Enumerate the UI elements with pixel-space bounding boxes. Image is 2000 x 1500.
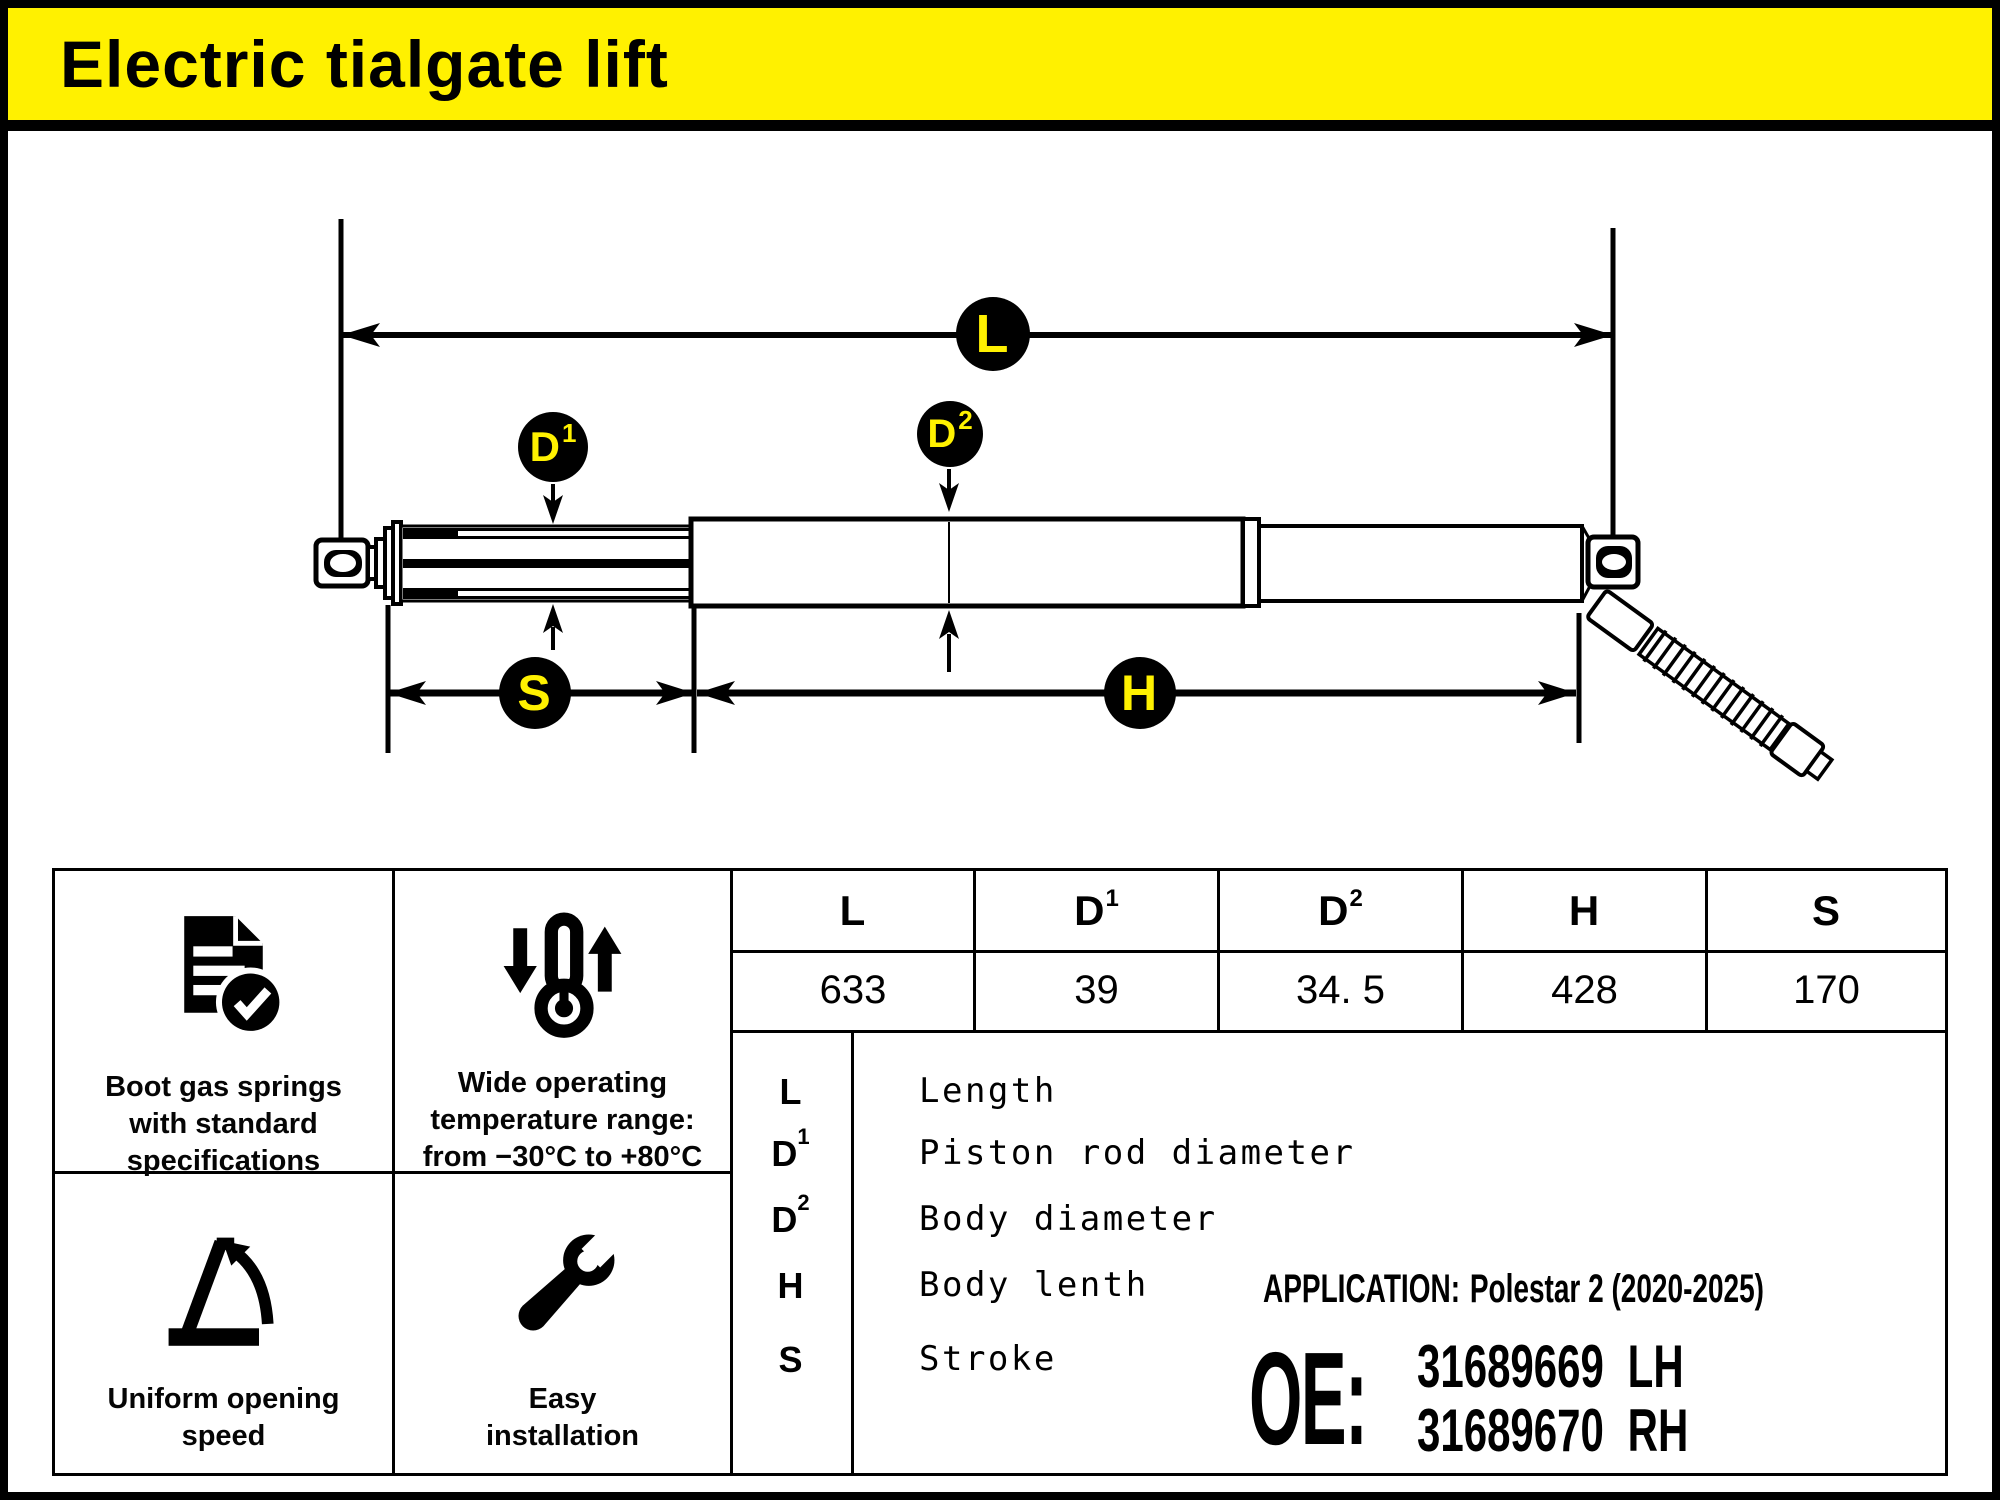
oe-label: OE: [1249,1325,1368,1472]
spec-header-S: S [1811,886,1840,934]
actuator-drawing [313,516,1835,782]
thermometer-range-icon [490,901,635,1051]
document-check-icon [151,901,296,1051]
feature-caption: Wide operating temperature range: from −… [422,1067,703,1174]
feature-easy-installation: Easy installation [395,1174,730,1500]
legend-row-L: L Length [779,1071,1057,1112]
dim-badge-D2-label: D [927,411,957,456]
rear-body-tube [1257,524,1584,603]
legend-row-D2: D2 Body diameter [771,1190,1218,1240]
opening-angle-icon [154,1216,294,1361]
legend-description: Length [919,1071,1057,1111]
legend-row-S: S Stroke [778,1339,1057,1380]
application-value: Polestar 2 (2020-2025) [1469,1267,1765,1311]
specification-table: Boot gas springs with standard specifica… [52,868,1948,1476]
legend-description: Body lenth [919,1265,1149,1305]
dimension-D1-arrows [543,484,563,650]
dim-badge-L: L [956,297,1030,371]
dimension-extension-lines [338,219,1616,753]
page-title: Electric tialgate lift [60,27,669,101]
power-cable [1586,589,1835,782]
spec-header-L: L [839,886,866,934]
legend-description: Piston rod diameter [919,1133,1356,1173]
dimension-D2-arrows [939,469,959,672]
dim-badge-D1-label: D [529,423,560,470]
spec-value-H: 428 [1551,968,1618,1012]
dim-badge-H-label: H [1120,665,1158,721]
dim-badge-S-label: S [517,665,551,721]
feature-uniform-opening-speed: Uniform opening speed [55,1174,392,1500]
feature-temperature-range: Wide operating temperature range: from −… [395,871,730,1201]
feature-boot-gas-springs: Boot gas springs with standard specifica… [55,871,392,1201]
dim-badge-S: S [499,657,571,729]
dim-badge-L-label: L [975,304,1009,364]
grid-line [55,1171,733,1174]
legend-description: Body diameter [919,1199,1218,1239]
legend-description: Stroke [919,1339,1057,1379]
title-bar: Electric tialgate lift [8,8,1992,131]
spec-header-H: H [1568,886,1600,934]
legend-row-D1: D1 Piston rod diameter [771,1124,1356,1174]
spec-value-S: 170 [1793,968,1860,1012]
front-body-tube [688,516,1246,609]
feature-caption: Boot gas springs with standard specifica… [105,1071,342,1178]
spec-value-D2: 34. 5 [1296,968,1385,1012]
application-label: APPLICATION: [1263,1267,1461,1311]
application-line: APPLICATION:Polestar 2 (2020-2025) [1263,1267,1764,1312]
legend-row-H: H Body lenth [777,1265,1149,1306]
grid-line [851,1030,854,1473]
dim-badge-H: H [1104,657,1176,729]
spec-value-L: 633 [819,968,887,1012]
wrench-icon [493,1216,633,1361]
spec-value-D1: 39 [1074,968,1119,1012]
grid-line [730,1030,1945,1033]
grid-line [730,950,1945,953]
feature-caption: Uniform opening speed [107,1383,340,1453]
feature-caption: Easy installation [485,1383,640,1453]
